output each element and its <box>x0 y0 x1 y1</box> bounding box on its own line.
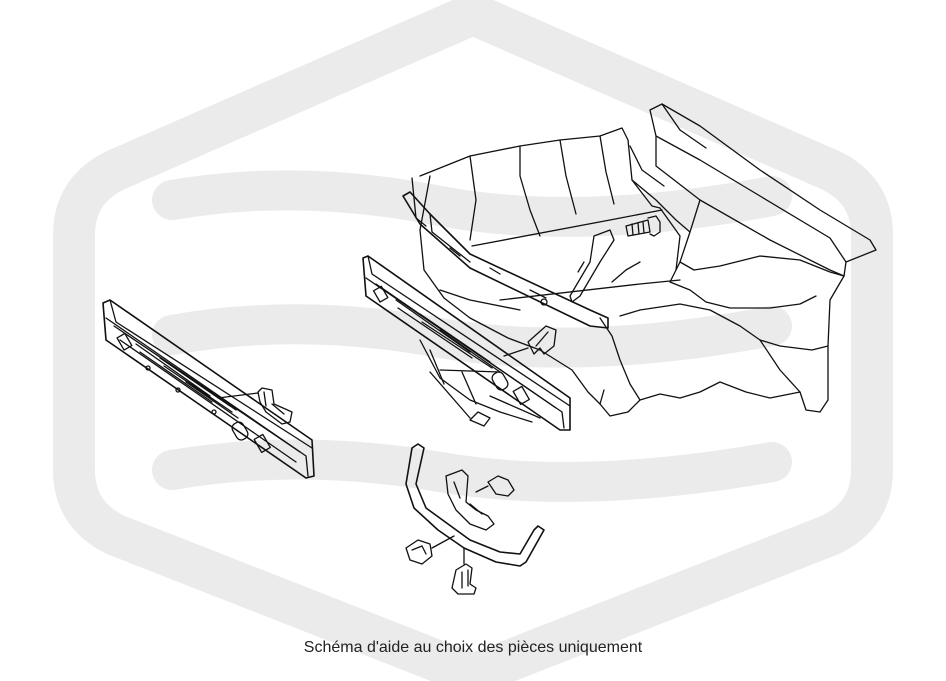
push-fastener <box>429 371 491 427</box>
engine-bay-body <box>419 103 877 417</box>
front-panel-assembled <box>362 255 571 431</box>
watermark-wave-3 <box>152 439 792 502</box>
front-panel-detached <box>102 299 315 479</box>
bar-bracket <box>445 469 515 531</box>
retaining-clip <box>451 547 477 595</box>
bolt <box>625 215 661 237</box>
support-rod <box>569 229 615 303</box>
watermark-wave-2 <box>152 304 792 368</box>
watermark-logo <box>53 0 893 681</box>
mounting-bracket-center <box>503 325 557 357</box>
diagram-caption: Schéma d'aide au choix des pièces unique… <box>303 639 643 656</box>
clip-nut <box>405 535 455 565</box>
watermark-hexagon <box>53 0 893 681</box>
bumper-reinforcement-bar <box>405 443 545 567</box>
upper-crossmember <box>402 177 609 329</box>
watermark-wave-1 <box>152 170 792 237</box>
mounting-bracket-left <box>217 387 293 425</box>
